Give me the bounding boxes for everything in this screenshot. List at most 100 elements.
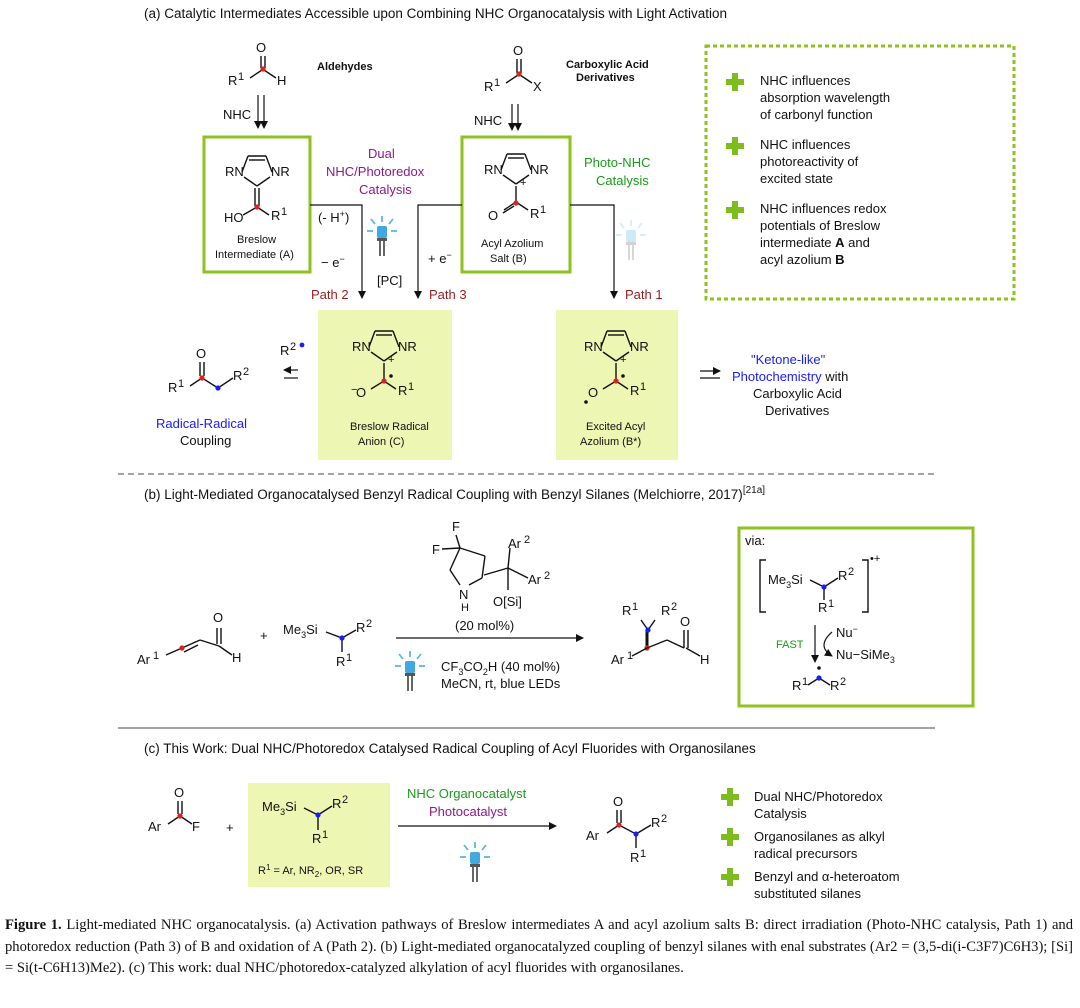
svg-text:2: 2 bbox=[366, 618, 372, 630]
svg-text:H: H bbox=[277, 73, 286, 88]
r1-definition: R1 = Ar, NR2, OR, SR bbox=[258, 863, 363, 879]
svg-text:R: R bbox=[484, 79, 493, 94]
minus-e-label: − e− bbox=[321, 254, 345, 270]
caption-label: Figure 1. bbox=[5, 917, 62, 933]
svg-text:F: F bbox=[432, 542, 440, 557]
svg-text:R: R bbox=[651, 815, 660, 830]
dual-label-3: Catalysis bbox=[359, 182, 412, 197]
photo-label-1: Photo-NHC bbox=[584, 155, 650, 170]
svg-text:Me3Si: Me3Si bbox=[768, 572, 803, 590]
svg-text:R: R bbox=[838, 568, 847, 583]
svg-text:+: + bbox=[620, 354, 626, 366]
carboxylic-label-1: Carboxylic Acid bbox=[566, 59, 649, 71]
svg-text:2: 2 bbox=[342, 794, 348, 806]
ketone-label-2: Photochemistry with bbox=[732, 369, 848, 384]
svg-text:F: F bbox=[192, 819, 200, 834]
svg-text:Ar: Ar bbox=[137, 652, 151, 667]
svg-text:2: 2 bbox=[840, 676, 846, 688]
svg-text:R: R bbox=[332, 796, 341, 811]
path2-label: Path 2 bbox=[311, 287, 349, 302]
svg-text:O: O bbox=[488, 208, 498, 223]
svg-text:1: 1 bbox=[540, 204, 546, 216]
svg-text:R: R bbox=[630, 850, 639, 865]
svg-text:1: 1 bbox=[281, 206, 287, 218]
svg-text:2: 2 bbox=[544, 570, 550, 582]
feature-c1-line2: Catalysis bbox=[754, 806, 807, 821]
svg-text:X: X bbox=[533, 79, 542, 94]
svg-text:F: F bbox=[452, 519, 460, 534]
svg-text:R: R bbox=[356, 620, 365, 635]
cond1-label: CF3CO2H (40 mol%) bbox=[441, 659, 560, 677]
lamp-icon bbox=[366, 215, 398, 257]
svg-text:RN: RN bbox=[484, 162, 503, 177]
svg-text:NR: NR bbox=[398, 339, 417, 354]
svg-text:+: + bbox=[388, 354, 394, 366]
feature-a2-line2: photoreactivity of bbox=[760, 154, 859, 169]
svg-text:RN: RN bbox=[352, 339, 371, 354]
lamp-icon bbox=[394, 650, 426, 692]
photo-label-2: Catalysis bbox=[596, 173, 649, 188]
rr-label-1: Radical-Radical bbox=[156, 416, 247, 431]
path3-label: Path 3 bbox=[429, 287, 467, 302]
mol-label: (20 mol%) bbox=[455, 618, 514, 633]
aldehydes-label: Aldehydes bbox=[317, 61, 373, 73]
feature-c2-line1: Organosilanes as alkyl bbox=[754, 829, 885, 844]
section-a-title: (a) Catalytic Intermediates Accessible u… bbox=[144, 6, 727, 21]
svg-text:R: R bbox=[336, 654, 345, 669]
svg-text:R: R bbox=[228, 73, 237, 88]
feature-c3-line1: Benzyl and α-heteroatom bbox=[754, 869, 900, 884]
svg-text:NR: NR bbox=[271, 164, 290, 179]
breslow-label-2: Intermediate (A) bbox=[215, 249, 294, 261]
svg-text:O: O bbox=[174, 785, 184, 800]
svg-text:RN: RN bbox=[225, 164, 244, 179]
excited-label-2: Azolium (B*) bbox=[580, 436, 641, 448]
via-label: via: bbox=[745, 533, 765, 548]
svg-text:+: + bbox=[520, 177, 526, 189]
lamp-faded-icon bbox=[615, 219, 647, 261]
cond2-label: MeCN, rt, blue LEDs bbox=[441, 676, 561, 691]
plus-icon bbox=[726, 201, 744, 219]
svg-text:N: N bbox=[459, 587, 468, 602]
section-b-title: (b) Light-Mediated Organocatalysed Benzy… bbox=[144, 485, 765, 502]
rr-label-2: Coupling bbox=[180, 433, 231, 448]
svg-text:O: O bbox=[213, 610, 223, 625]
via-box bbox=[737, 526, 975, 708]
dual-label-1: Dual bbox=[368, 146, 395, 161]
svg-text:O: O bbox=[356, 385, 366, 400]
svg-text:1: 1 bbox=[178, 378, 184, 390]
plus-icon bbox=[726, 73, 744, 91]
svg-text:O: O bbox=[513, 43, 523, 58]
silane-box bbox=[248, 783, 390, 887]
svg-text:R: R bbox=[622, 603, 631, 618]
svg-text:1: 1 bbox=[802, 676, 808, 688]
figure-caption: Figure 1. Light-mediated NHC organocatal… bbox=[5, 915, 1073, 980]
acyl-label-1: Acyl Azolium bbox=[481, 238, 543, 250]
svg-text:R: R bbox=[630, 383, 639, 398]
svg-text:2: 2 bbox=[243, 366, 249, 378]
feature-a2-line3: excited state bbox=[760, 171, 833, 186]
svg-text:H: H bbox=[700, 652, 709, 667]
cat2-label: Photocatalyst bbox=[429, 804, 507, 819]
feature-a1-line1: NHC influences bbox=[760, 73, 851, 88]
acyl-fluoride-structure: O Ar F bbox=[148, 785, 200, 834]
svg-text:O: O bbox=[256, 40, 266, 55]
svg-text:O: O bbox=[196, 346, 206, 361]
plus-sign: + bbox=[260, 628, 268, 643]
feature-a3-line3: intermediate A and bbox=[760, 235, 870, 250]
svg-text:1: 1 bbox=[494, 77, 500, 89]
plus-e-label: + e− bbox=[428, 250, 452, 266]
svg-text:1: 1 bbox=[408, 381, 414, 393]
svg-text:R: R bbox=[398, 383, 407, 398]
feature-c2-line2: radical precursors bbox=[754, 846, 858, 861]
svg-text:R: R bbox=[661, 603, 670, 618]
